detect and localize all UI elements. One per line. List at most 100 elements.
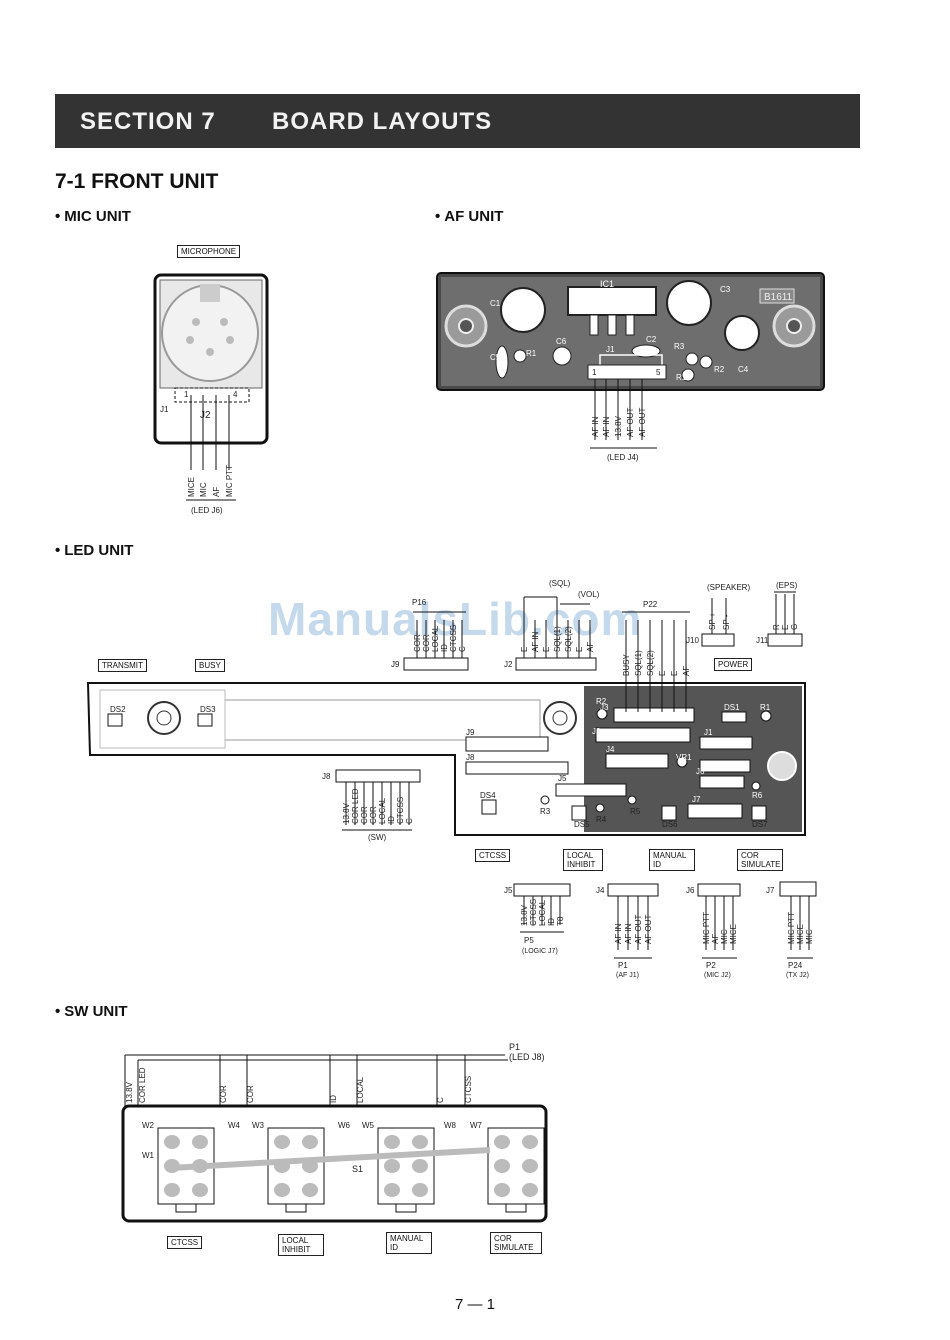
power-tag: POWER bbox=[714, 658, 753, 671]
led-j9-top: J9 bbox=[391, 660, 400, 669]
af-dest: (LED J4) bbox=[607, 453, 639, 462]
af-c2: C2 bbox=[646, 335, 657, 344]
transmit-tag: TRANSMIT bbox=[98, 659, 147, 672]
sw-hdr-4: COR bbox=[369, 806, 378, 824]
p22-signal-4: E bbox=[658, 671, 667, 676]
sw-sig-2: COR LED bbox=[138, 1067, 147, 1103]
af-c3: C3 bbox=[720, 285, 731, 294]
sw-sig-5: ID bbox=[329, 1095, 338, 1103]
led-j4: J4 bbox=[606, 745, 615, 754]
af-signal-3: 13.8V bbox=[614, 415, 623, 437]
led-j2-top: J2 bbox=[504, 660, 513, 669]
bc-p1-dest: (AF J1) bbox=[616, 972, 639, 979]
bc-j4-s3: AF OUT bbox=[634, 915, 643, 944]
af-c4: C4 bbox=[738, 365, 749, 374]
bc-j7-s2: MICE bbox=[796, 924, 805, 944]
led-ds2: DS2 bbox=[110, 705, 126, 714]
j2-signal-4: SQL(1) bbox=[553, 626, 562, 652]
sw-sig-3: COR bbox=[219, 1085, 228, 1103]
af-unit-heading: •AF UNIT bbox=[435, 208, 504, 225]
sw-sig-1: 13.8V bbox=[125, 1081, 134, 1103]
af-signal-1: AF IN bbox=[591, 416, 600, 437]
led-eps-label: (EPS) bbox=[776, 581, 798, 590]
mic-signal-mice: MICE bbox=[187, 477, 196, 497]
sw-sig-6: LOCAL bbox=[356, 1076, 365, 1103]
led-ds4: DS4 bbox=[480, 791, 496, 800]
bc-j5-s1: 13.8V bbox=[520, 904, 529, 926]
section-header: SECTION 7 BOARD LAYOUTS bbox=[55, 94, 860, 148]
led-local-inhibit-tag: LOCAL INHIBIT bbox=[563, 849, 603, 871]
bc-j6-s4: MICE bbox=[729, 924, 738, 944]
sw-cor-simulate-tag: COR SIMULATE bbox=[490, 1232, 542, 1254]
j9-signal-2: COR bbox=[422, 634, 431, 652]
af-pin-5: 5 bbox=[656, 368, 661, 377]
led-sql-label: (SQL) bbox=[549, 579, 571, 588]
sw-ctcss-tag: CTCSS bbox=[167, 1236, 203, 1249]
led-cor-simulate-tag: COR SIMULATE bbox=[737, 849, 783, 871]
eps-signal-2: E bbox=[781, 625, 790, 630]
bc-j5-s2: CTCSS bbox=[529, 899, 538, 926]
af-signal-4: AF OUT bbox=[626, 408, 635, 437]
p22-signal-3: SQL(2) bbox=[646, 650, 655, 676]
sw-unit-heading: •SW UNIT bbox=[55, 1003, 128, 1020]
led-ctcss-tag: CTCSS bbox=[475, 849, 511, 862]
led-ds7: DS7 bbox=[752, 820, 768, 829]
led-j11-top: J11 bbox=[756, 636, 769, 645]
led-r6: R6 bbox=[752, 791, 763, 800]
led-ds6: DS6 bbox=[662, 820, 678, 829]
j9-signal-4: ID bbox=[440, 644, 449, 652]
bc-p2-dest: (MIC J2) bbox=[704, 972, 731, 979]
p22-signal-2: SQL(1) bbox=[634, 650, 643, 676]
bc-j5-s3: LOCAL bbox=[538, 899, 547, 926]
sw-w2: W2 bbox=[142, 1121, 155, 1130]
j9-signal-3: LOCAL bbox=[431, 625, 440, 652]
af-signal-5: AF OUT bbox=[638, 408, 647, 437]
sw-local-inhibit-tag: LOCAL INHIBIT bbox=[278, 1234, 324, 1256]
mic-unit-board bbox=[153, 273, 269, 501]
j2-signal-3: E bbox=[542, 647, 551, 652]
af-r2: R2 bbox=[714, 365, 725, 374]
mic-dest: (LED J6) bbox=[191, 506, 223, 515]
led-p16-label: P16 bbox=[412, 598, 427, 607]
sw-sig-7: C bbox=[436, 1097, 445, 1103]
af-c5: C5 bbox=[490, 353, 501, 362]
bc-p2: P2 bbox=[706, 961, 716, 970]
bc-p24: P24 bbox=[788, 961, 803, 970]
sw-hdr-5: LOCAL bbox=[378, 797, 387, 824]
p22-signal-1: BUSY bbox=[622, 654, 631, 676]
led-j8: J8 bbox=[466, 753, 475, 762]
led-j7: J7 bbox=[692, 795, 701, 804]
mic-unit-heading: •MIC UNIT bbox=[55, 208, 131, 225]
sw-hdr-1: 13.8V bbox=[342, 802, 351, 824]
sw-w7: W7 bbox=[470, 1121, 483, 1130]
microphone-tag: MICROPHONE bbox=[177, 245, 241, 258]
p22-signal-6: AF bbox=[682, 666, 691, 676]
sw-w5: W5 bbox=[362, 1121, 375, 1130]
sw-hdr-8: C bbox=[405, 818, 414, 824]
led-ds3: DS3 bbox=[200, 705, 216, 714]
af-c6: C6 bbox=[556, 337, 567, 346]
bc-j4-s2: AF IN bbox=[624, 923, 633, 944]
j2-signal-6: E bbox=[575, 647, 584, 652]
led-vol-label: (VOL) bbox=[578, 590, 600, 599]
led-j10-top: J10 bbox=[686, 636, 699, 645]
af-r1: R1 bbox=[526, 349, 537, 358]
led-ds1: DS1 bbox=[724, 703, 740, 712]
led-manual-id-tag: MANUAL ID bbox=[649, 849, 695, 871]
mic-side-label: J1 bbox=[160, 405, 169, 414]
bc-j7-s3: MIC bbox=[805, 929, 814, 944]
mic-signal-mic: MIC bbox=[199, 482, 208, 497]
subsection-title: 7-1 FRONT UNIT bbox=[55, 170, 219, 193]
led-j9: J9 bbox=[466, 728, 475, 737]
j2-signal-1: E bbox=[520, 647, 529, 652]
page-number: 7 — 1 bbox=[454, 1296, 496, 1313]
eps-signal-1: R bbox=[772, 624, 781, 630]
led-vr1: VR1 bbox=[676, 753, 692, 762]
mic-signal-ptt: MIC PTT bbox=[225, 465, 234, 497]
bc-p24-dest: (TX J2) bbox=[786, 972, 809, 979]
sw-sig-4: COR bbox=[246, 1085, 255, 1103]
sw-p1: P1 bbox=[509, 1042, 520, 1052]
sw-hdr-6: ID bbox=[387, 816, 396, 824]
sw-w8: W8 bbox=[444, 1121, 457, 1130]
sw-w3: W3 bbox=[252, 1121, 265, 1130]
